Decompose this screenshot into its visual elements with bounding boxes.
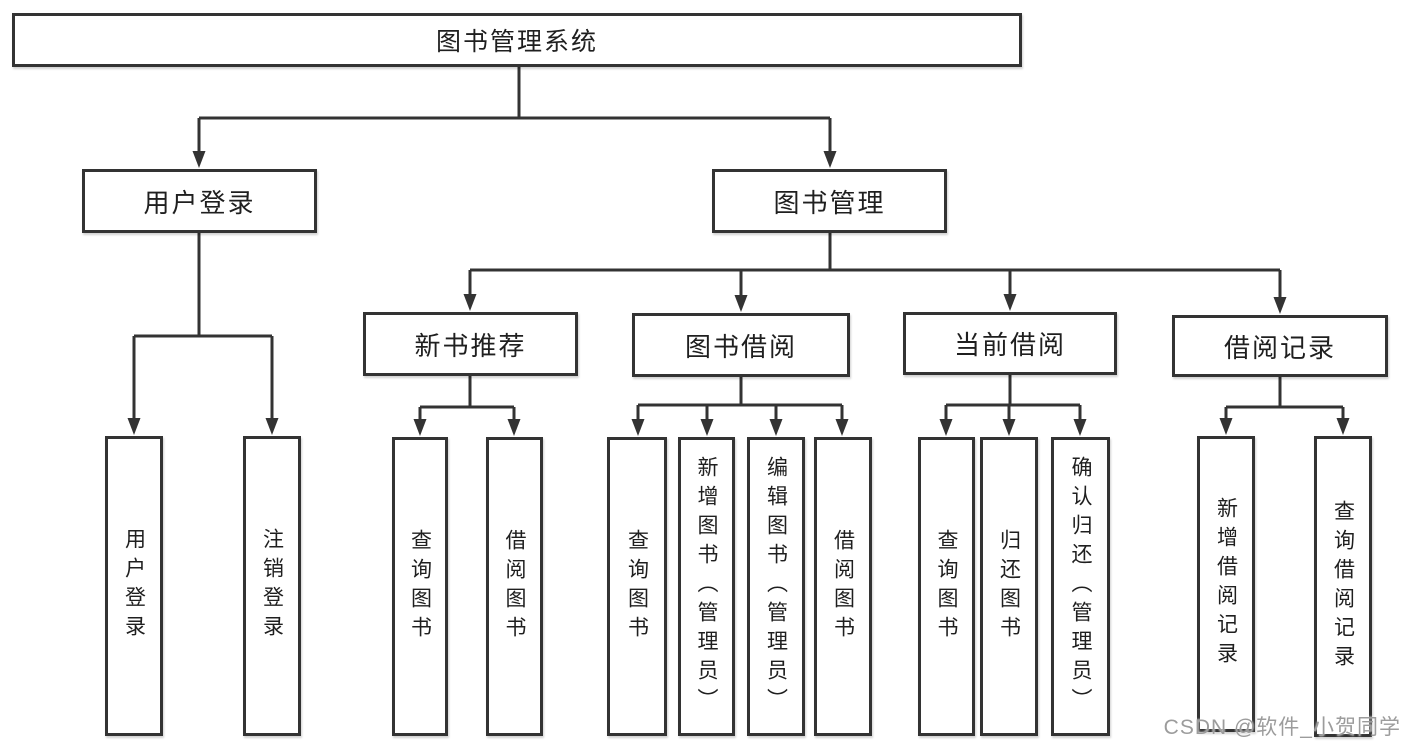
leaf-query-borrow-record: 查询借阅记录: [1314, 436, 1372, 737]
leaf-recommend-query-books-label: 查询图书: [408, 528, 432, 645]
leaf-recommend-borrow-books-label: 借阅图书: [503, 528, 526, 645]
leaf-return-books: 归还图书: [980, 437, 1038, 736]
node-book-management: 图书管理: [712, 169, 947, 233]
connector-root-to-level2: [197, 67, 832, 152]
leaf-add-book-admin-label: 新增图书（管理员）: [695, 456, 718, 717]
leaf-confirm-return-admin-label: 确认归还（管理员）: [1069, 456, 1092, 717]
leaf-add-borrow-record: 新增借阅记录: [1197, 436, 1255, 732]
connector-login-to-leaves: [132, 233, 274, 419]
leaf-add-borrow-record-label: 新增借阅记录: [1214, 497, 1238, 671]
leaf-user-login: 用户登录: [105, 436, 163, 736]
leaf-borrow-books-label: 借阅图书: [831, 528, 855, 645]
leaf-borrow-query-books-label: 查询图书: [625, 528, 649, 645]
leaf-return-books-label: 归还图书: [997, 528, 1021, 645]
arrowheads: [127, 151, 1350, 436]
connector-recommend-to-leaves: [418, 376, 516, 420]
node-new-book-recommend-label: 新书推荐: [414, 330, 527, 361]
leaf-current-query-books: 查询图书: [918, 437, 975, 736]
node-current-borrow-label: 当前借阅: [953, 330, 1066, 360]
leaf-query-borrow-record-label: 查询借阅记录: [1331, 499, 1355, 674]
leaf-recommend-borrow-books: 借阅图书: [486, 437, 543, 736]
connector-management-to-groups: [468, 233, 1282, 298]
node-new-book-recommend: 新书推荐: [363, 312, 578, 376]
leaf-edit-book-admin: 编辑图书（管理员）: [747, 437, 805, 736]
connector-current-to-leaves: [944, 375, 1082, 420]
leaf-confirm-return-admin: 确认归还（管理员）: [1051, 437, 1110, 736]
node-current-borrow: 当前借阅: [903, 312, 1117, 375]
csdn-watermark: CSDN @软件_小贺同学: [1163, 716, 1401, 739]
node-root-system-label: 图书管理系统: [435, 28, 598, 56]
node-book-borrow: 图书借阅: [632, 313, 850, 377]
leaf-current-query-books-label: 查询图书: [935, 528, 958, 645]
node-book-borrow-label: 图书借阅: [684, 331, 797, 362]
node-borrow-records-label: 借阅记录: [1223, 332, 1336, 363]
node-book-management-label: 图书管理: [773, 187, 886, 218]
leaf-recommend-query-books: 查询图书: [392, 437, 448, 736]
node-user-login: 用户登录: [82, 169, 317, 233]
connector-borrow-to-leaves: [636, 377, 844, 420]
leaf-edit-book-admin-label: 编辑图书（管理员）: [764, 456, 788, 717]
leaf-logout-label: 注销登录: [260, 528, 284, 644]
connector-records-to-leaves: [1224, 377, 1345, 419]
leaf-user-login-label: 用户登录: [122, 528, 146, 644]
leaf-borrow-query-books: 查询图书: [607, 437, 667, 736]
node-user-login-label: 用户登录: [143, 187, 256, 218]
leaf-borrow-books: 借阅图书: [814, 437, 872, 736]
leaf-logout: 注销登录: [243, 436, 301, 736]
node-root-system: 图书管理系统: [12, 13, 1022, 67]
node-borrow-records: 借阅记录: [1172, 315, 1388, 377]
leaf-add-book-admin: 新增图书（管理员）: [678, 437, 735, 736]
